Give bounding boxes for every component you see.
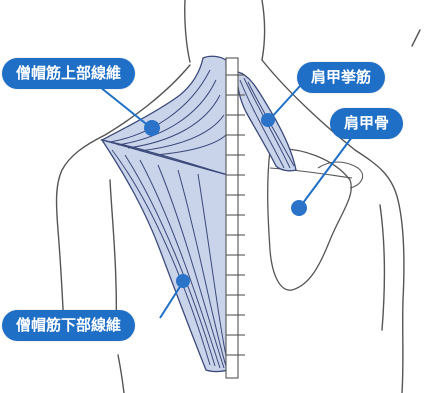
label-trapezius-upper: 僧帽筋上部線維 [2,58,135,89]
dot-trapezius-upper [144,120,160,136]
label-levator-scapulae: 肩甲挙筋 [297,62,385,93]
spine [226,58,245,378]
leader-levator-scapulae [270,86,300,119]
neck-left-outline [185,0,190,62]
leader-trapezius-upper [95,83,150,127]
waist-left-outline [118,355,124,393]
dot-levator-scapulae [261,113,275,127]
dot-trapezius-lower [176,274,190,288]
dot-scapula [291,200,307,216]
label-trapezius-lower: 僧帽筋下部線維 [2,310,135,341]
top-tick [412,30,420,46]
neck-right-outline [262,0,265,60]
label-scapula: 肩甲骨 [330,108,403,139]
right-arm-outline [380,205,384,330]
